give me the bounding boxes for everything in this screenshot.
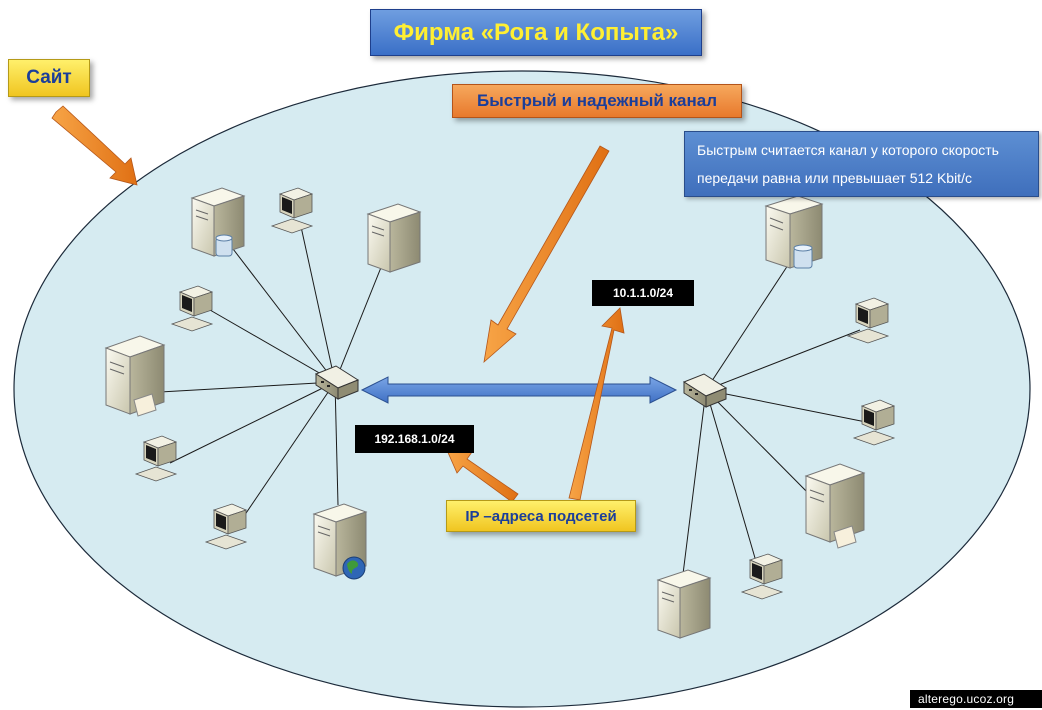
channel-double-arrow <box>360 376 678 404</box>
subnet-right-pointer-arrow <box>568 307 625 501</box>
mail-server-icon <box>804 463 866 549</box>
watermark: alterego.ucoz.org <box>910 690 1042 708</box>
subnet-right-label: 10.1.1.0/24 <box>592 280 694 306</box>
page-title: Фирма «Рога и Копыта» <box>370 9 702 56</box>
subnet-left-label: 192.168.1.0/24 <box>355 425 474 453</box>
ip-subnets-label: IP –адреса подсетей <box>446 500 636 532</box>
workstation-icon <box>170 285 214 332</box>
channel-label: Быстрый и надежный канал <box>452 84 742 118</box>
speed-note-line-1: Быстрым считается канал у которого скоро… <box>697 142 999 158</box>
server-icon <box>656 569 712 639</box>
workstation-icon <box>204 503 248 550</box>
subnet-left-pointer-arrow <box>445 447 519 503</box>
site-label: Сайт <box>8 59 90 97</box>
switch-right-icon <box>682 373 728 408</box>
workstation-icon <box>134 435 178 482</box>
channel-pointer-arrow <box>483 145 610 364</box>
speed-note-line-2: передачи равна или превышает 512 Kbit/с <box>697 170 972 186</box>
web-server-icon <box>312 503 368 580</box>
database-server-icon <box>764 195 824 269</box>
site-pointer-arrow <box>51 105 138 186</box>
switch-left-icon <box>314 365 360 400</box>
mail-server-icon <box>104 335 166 417</box>
left-links <box>159 221 391 523</box>
workstation-icon <box>846 297 890 344</box>
workstation-icon <box>740 553 784 600</box>
speed-note: Быстрым считается канал у которого скоро… <box>684 131 1039 197</box>
right-links <box>681 261 867 583</box>
database-server-icon <box>190 187 246 257</box>
server-icon <box>366 203 422 273</box>
workstation-icon <box>852 399 896 446</box>
workstation-icon <box>270 187 314 234</box>
